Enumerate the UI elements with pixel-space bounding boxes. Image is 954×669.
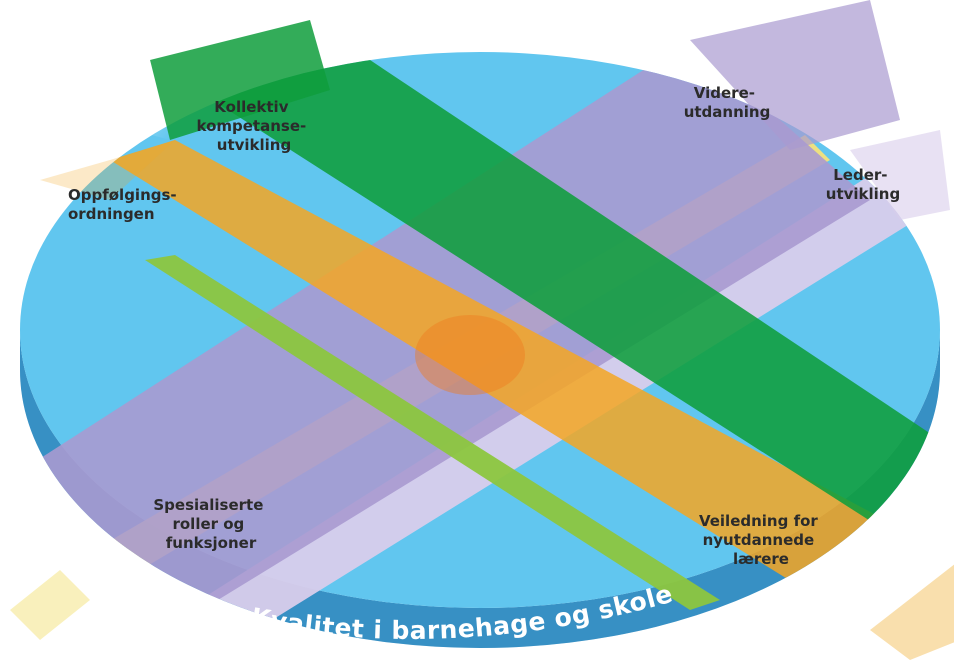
band-videre [20,52,870,648]
label-spesialiserte: Spesialiserte roller og funksjoner [153,496,268,552]
band-leder-ext [850,130,950,220]
band-videre-ext [690,0,900,150]
label-kollektiv: Kollektiv kompetanse- utvikling [197,98,312,154]
band-kollektiv-ext [150,20,330,140]
band-kollektiv [150,52,940,540]
label-veiledning: Veiledning for nyutdannede lærere [699,512,823,568]
label-leder: Leder- utvikling [826,166,900,203]
band-green-strip [145,255,720,610]
band-kollektiv-fade [90,60,170,140]
center-glow [415,315,525,395]
band-oppfolging-ext [40,140,175,200]
band-spesialiserte-ext [10,570,90,640]
band-oppfolging [110,140,940,630]
label-oppfolging: Oppfølgings- ordningen [68,186,182,223]
label-videre: Videre- utdanning [684,84,771,121]
band-veiledning-ext [870,564,954,660]
